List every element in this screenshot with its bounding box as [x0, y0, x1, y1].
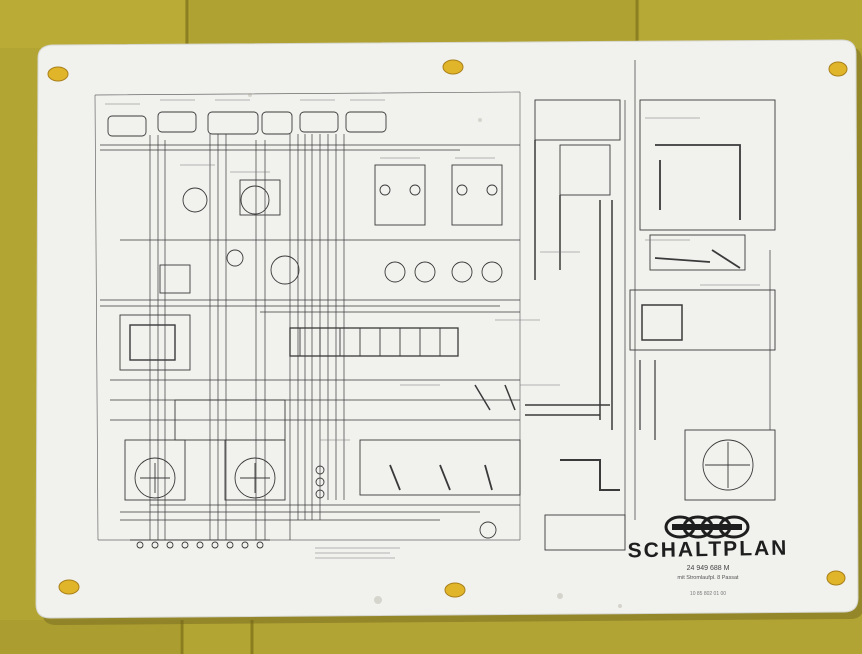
wall-panel-bottom-left [0, 620, 180, 654]
screw-top-left [47, 66, 69, 82]
components-right [525, 60, 776, 551]
screw-top-center [442, 59, 464, 75]
connector-strip [130, 539, 270, 549]
lamp-row [107, 111, 387, 137]
illegible-labels [105, 99, 760, 559]
schematic-plate [35, 39, 859, 619]
schematic-title: SCHALTPLAN [627, 536, 789, 563]
wiring-diagram [94, 60, 776, 559]
plate-grime [248, 93, 622, 608]
screw-bottom-left [58, 579, 80, 595]
schematic-subtitle: mit Stromlaufpl. 8 Passat [677, 575, 739, 581]
components-left [119, 179, 300, 501]
four-rings-logo [664, 515, 750, 539]
footer-code: 10 85 802 01 00 [689, 591, 727, 597]
screw-top-right [828, 61, 848, 77]
screw-bottom-right [826, 570, 846, 586]
screws [47, 59, 848, 598]
components-center [289, 164, 521, 539]
wall-panel-top-left [0, 0, 185, 48]
wall-panel-bottom-right [255, 620, 862, 654]
wall-panel-top-center [190, 0, 635, 45]
screw-bottom-center [444, 582, 466, 598]
part-number: 24 949 688 M [686, 565, 730, 572]
